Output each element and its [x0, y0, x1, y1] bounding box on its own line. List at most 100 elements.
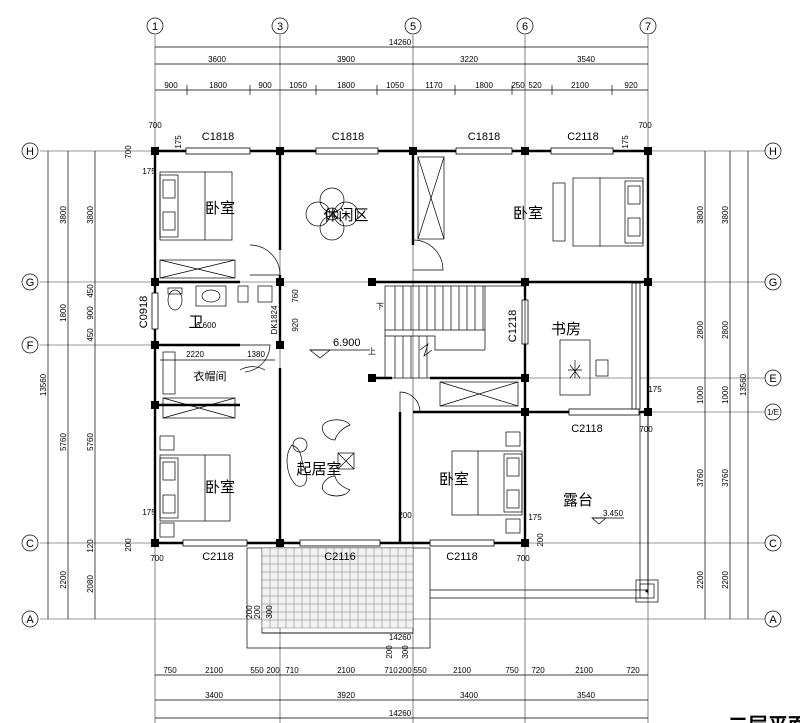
dim-left-total: 13560 — [39, 373, 48, 396]
dim-left-inner-1: 3800 — [86, 206, 95, 224]
dim-top-sub-11: 2100 — [571, 81, 589, 90]
window-label-c2118-se: C2118 — [446, 551, 478, 563]
dim-bottom-sub-7: 710 — [384, 666, 398, 675]
svg-text:200: 200 — [253, 605, 262, 619]
axis-bubble-right-C: C — [764, 534, 782, 552]
axis-bubble-left-G: G — [21, 273, 39, 291]
dim-bottom-sub-11: 750 — [505, 666, 519, 675]
dim-left-outer-4: 2200 — [59, 571, 68, 589]
balcony — [246, 547, 431, 649]
dim-left-inner-3: 900 — [86, 306, 95, 320]
level-main: 6.900 — [333, 337, 361, 349]
dim-bottom-sub-5: 710 — [285, 666, 299, 675]
dim-920: 920 — [291, 318, 300, 332]
dim-right-outer-5: 2200 — [721, 571, 730, 589]
level-bath: 6.600 — [196, 321, 217, 330]
svg-text:200: 200 — [245, 605, 254, 619]
left-dimensions: 3800 1800 5760 2200 13560 3800 450 900 4… — [39, 151, 96, 619]
axis-bubble-top-6: 6 — [516, 17, 534, 35]
dim-bottom-sub-3: 550 — [250, 666, 264, 675]
dim-760: 760 — [291, 289, 300, 303]
svg-text:H: H — [769, 146, 777, 158]
window-label-c0918: C0918 — [138, 296, 150, 328]
svg-text:700: 700 — [516, 554, 530, 563]
svg-text:200: 200 — [385, 645, 394, 659]
room-label-bedroom-ne: 卧室 — [513, 205, 543, 222]
dim-top-sub-2: 1800 — [209, 81, 227, 90]
svg-text:7: 7 — [645, 21, 651, 33]
dim-1380: 1380 — [247, 350, 265, 359]
svg-text:H: H — [26, 146, 34, 158]
svg-text:A: A — [26, 614, 34, 626]
axis-bubble-left-C: C — [21, 534, 39, 552]
svg-text:700: 700 — [150, 554, 164, 563]
dim-right-outer-3: 1000 — [721, 386, 730, 404]
svg-text:E: E — [769, 373, 776, 385]
dim-bottom-sub-12: 720 — [531, 666, 545, 675]
svg-text:G: G — [769, 277, 778, 289]
dim-top-sub-8: 1800 — [475, 81, 493, 90]
window-label-c2118-ne: C2118 — [567, 131, 599, 143]
dim-bottom-main-2: 3920 — [337, 691, 355, 700]
room-label-bedroom-sw: 卧室 — [205, 479, 235, 496]
dim-bottom-sub-9: 550 — [413, 666, 427, 675]
svg-text:175: 175 — [142, 508, 156, 517]
staircase — [384, 285, 526, 379]
window-label-c1818-3: C1818 — [468, 131, 500, 143]
drawing-title: 二层平面 — [728, 715, 800, 723]
dim-top-sub-1: 900 — [164, 81, 178, 90]
room-label-bath: 卫 — [188, 314, 203, 331]
dim-top-main-1: 3600 — [208, 55, 226, 64]
svg-text:300: 300 — [265, 605, 274, 619]
dim-right-inner-2: 2800 — [696, 321, 705, 339]
leisure-table — [305, 187, 359, 241]
dim-left-inner-5: 5760 — [86, 433, 95, 451]
room-label-leisure: 休闲区 — [323, 207, 368, 224]
window-label-c1818-2: C1818 — [332, 131, 364, 143]
svg-text:175: 175 — [142, 167, 156, 176]
dim-top-main-4: 3540 — [577, 55, 595, 64]
dim-top-sub-9: 250 — [511, 81, 525, 90]
svg-text:700: 700 — [148, 121, 162, 130]
svg-text:300: 300 — [401, 645, 410, 659]
axis-bubble-right-A: A — [764, 610, 782, 628]
svg-text:C: C — [769, 538, 777, 550]
dim-left-outer-1: 3800 — [59, 206, 68, 224]
door-swings — [239, 239, 444, 413]
right-dimensions: 3800 2800 1000 3760 2200 3800 2800 1000 … — [696, 151, 749, 619]
dim-bottom-sub-6: 2100 — [337, 666, 355, 675]
dim-bottom-main-3: 3400 — [460, 691, 478, 700]
stair-up-label: 上 — [368, 347, 376, 356]
svg-text:C: C — [26, 538, 34, 550]
room-label-bedroom-se: 卧室 — [439, 471, 469, 488]
axis-bubble-top-1: 1 — [146, 17, 164, 35]
dim-bottom-inner-total: 14260 — [389, 633, 412, 642]
axis-bubble-right-G: G — [764, 273, 782, 291]
dim-left-outer-3: 5760 — [59, 433, 68, 451]
svg-text:175: 175 — [528, 513, 542, 522]
level-marks: 6.900 6.600 3.450 2220 1380 760 920 — [160, 289, 624, 525]
axis-bubble-left-H: H — [21, 142, 39, 160]
dim-2220: 2220 — [186, 350, 204, 359]
dim-top-sub-5: 1800 — [337, 81, 355, 90]
svg-text:6: 6 — [522, 21, 528, 33]
window-label-c2118-study: C2118 — [571, 423, 603, 435]
room-label-bedroom-nw: 卧室 — [205, 200, 235, 217]
svg-text:175: 175 — [621, 135, 630, 149]
axis-bubble-right-H: H — [764, 142, 782, 160]
dim-bottom-sub-2: 2100 — [205, 666, 223, 675]
dim-top-sub-12: 920 — [624, 81, 638, 90]
svg-text:175: 175 — [648, 385, 662, 394]
dim-left-outer-2: 1800 — [59, 304, 68, 322]
room-label-living: 起居室 — [296, 461, 341, 478]
window-label-c1218: C1218 — [507, 310, 519, 342]
axis-bubble-left-A: A — [21, 610, 39, 628]
dim-right-total: 13560 — [739, 373, 748, 396]
dim-left-inner-4: 450 — [86, 328, 95, 342]
dim-top-sub-6: 1050 — [386, 81, 404, 90]
dim-top-main-3: 3220 — [460, 55, 478, 64]
svg-text:5: 5 — [410, 21, 416, 33]
dim-left-inner-2: 450 — [86, 284, 95, 298]
axis-bubble-right-1E: 1/E — [764, 403, 782, 421]
